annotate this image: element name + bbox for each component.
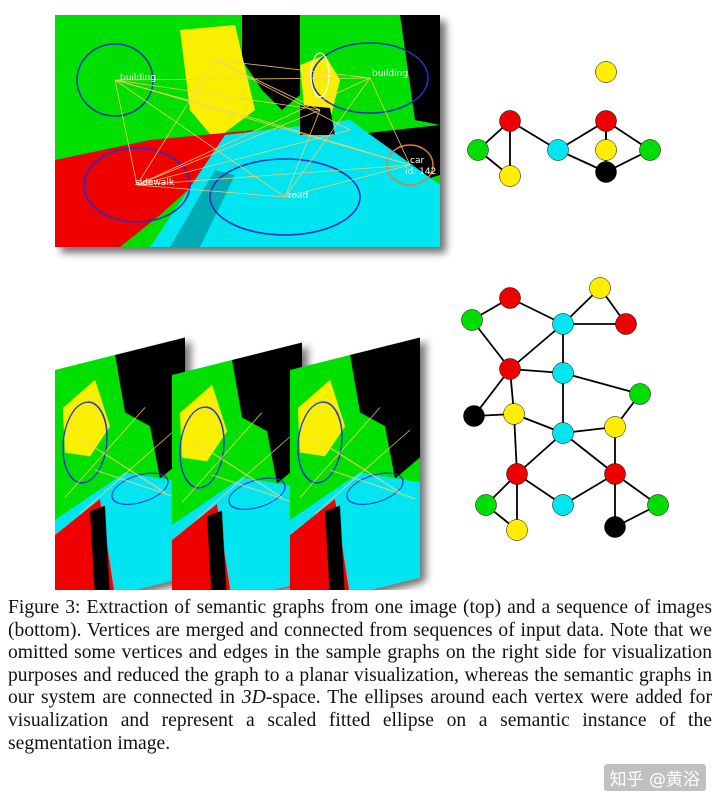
bottom-graph-vertex-cyan	[552, 313, 574, 335]
top-graph-vertex-red	[499, 110, 521, 132]
top-graph-vertex-yellow	[595, 61, 617, 83]
bottom-graph-vertex-green	[647, 494, 669, 516]
label-building-right: building	[372, 69, 408, 79]
top-graph-vertex-red	[595, 110, 617, 132]
figure-svg: building building sidewalk road car id: …	[54, 15, 669, 616]
label-sidewalk: sidewalk	[135, 178, 175, 188]
label-building-left: building	[120, 73, 156, 83]
semantic-graph-bottom	[461, 277, 669, 541]
bottom-graph-vertex-yellow	[503, 403, 525, 425]
bottom-graph-vertex-green	[461, 309, 483, 331]
bottom-graph-vertex-black	[463, 405, 485, 427]
caption-text-em: 3D	[241, 687, 266, 709]
bottom-graph-vertex-red	[604, 463, 626, 485]
bottom-graph-vertex-cyan	[552, 494, 574, 516]
top-graph-vertex-green	[467, 139, 489, 161]
bottom-graph-vertex-red	[506, 463, 528, 485]
bottom-graph-vertex-yellow	[604, 416, 626, 438]
bottom-graph-edge	[562, 372, 641, 395]
top-segmentation-image: building building sidewalk road car id: …	[55, 15, 440, 247]
sequence-image-3	[289, 336, 421, 611]
caption-label: Figure 3:	[8, 597, 81, 618]
bottom-graph-vertex-red	[499, 287, 521, 309]
top-graph-vertex-yellow	[595, 139, 617, 161]
semantic-graph-top	[467, 61, 661, 187]
bottom-graph-vertex-cyan	[552, 422, 574, 444]
watermark: 知乎 @黄浴	[603, 764, 706, 791]
label-road: road	[288, 191, 308, 201]
top-graph-vertex-yellow	[499, 165, 521, 187]
caption-text-2: -space. The ellipses around each vertex …	[8, 687, 712, 754]
label-car-id: id: 142	[405, 167, 436, 177]
label-car: car	[410, 156, 424, 166]
bottom-graph-vertex-yellow	[506, 519, 528, 541]
bottom-graph-edge	[509, 323, 564, 370]
caption-text-1: Extraction of semantic graphs from one i…	[8, 597, 712, 709]
figure-area: building building sidewalk road car id: …	[54, 15, 669, 616]
sequence-image-1	[54, 336, 186, 611]
bottom-graph-vertex-cyan	[552, 362, 574, 384]
bottom-graph-vertex-red	[615, 313, 637, 335]
bottom-graph-vertex-green	[475, 494, 497, 516]
sequence-image-2	[171, 341, 303, 616]
top-graph-vertex-black	[595, 161, 617, 183]
bottom-graph-vertex-red	[499, 358, 521, 380]
bottom-graph-edge	[562, 432, 616, 475]
top-graph-vertex-cyan	[547, 139, 569, 161]
figure-caption: Figure 3: Extraction of semantic graphs …	[8, 597, 712, 755]
top-graph-vertex-green	[639, 139, 661, 161]
bottom-graph-vertex-black	[604, 516, 626, 538]
bottom-graph-vertex-yellow	[589, 277, 611, 299]
bottom-graph-vertex-green	[629, 383, 651, 405]
